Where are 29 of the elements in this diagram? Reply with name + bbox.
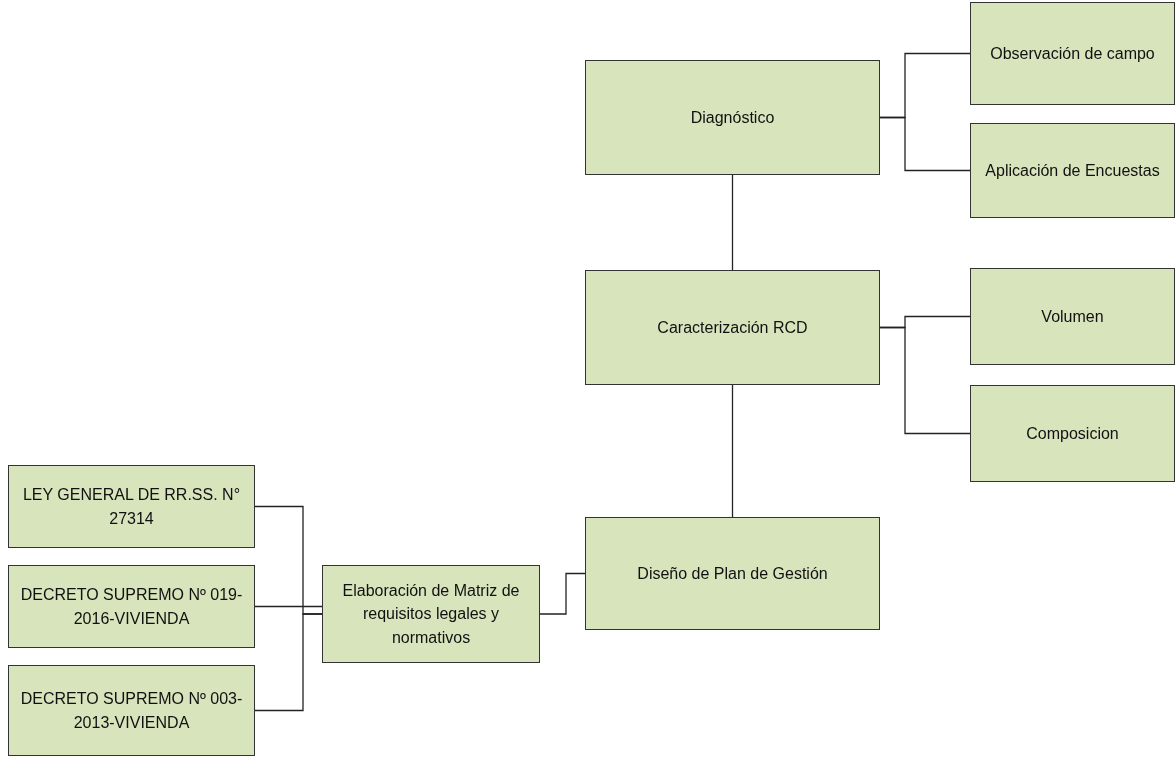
box-label: DECRETO SUPREMO Nº 019-2016-VIVIENDA	[19, 585, 244, 629]
box-label: Diagnóstico	[690, 107, 775, 128]
box-label: Composicion	[1026, 423, 1119, 444]
box-label: LEY GENERAL DE RR.SS. N° 27314	[21, 485, 242, 529]
process-box	[585, 60, 880, 175]
process-box	[8, 465, 255, 548]
process-box	[970, 268, 1175, 365]
box-label: Volumen	[1041, 306, 1104, 327]
process-box	[8, 665, 255, 756]
process-box	[970, 385, 1175, 482]
process-box	[8, 565, 255, 648]
connector-line	[254, 613, 323, 712]
process-box	[970, 123, 1175, 218]
connector-line	[539, 572, 586, 615]
process-box	[970, 2, 1175, 105]
connector-line	[254, 605, 323, 608]
connector-line	[879, 116, 971, 172]
box-label: Caracterización RCD	[657, 317, 808, 338]
box-label: Diseño de Plan de Gestión	[637, 563, 828, 584]
connector-line	[879, 326, 971, 435]
connector-line	[731, 384, 734, 518]
box-label: Elaboración de Matriz de requisitos legales y normativos	[341, 581, 521, 648]
box-label: DECRETO SUPREMO Nº 003-2013-VIVIENDA	[19, 689, 244, 733]
process-box	[322, 565, 540, 663]
box-label: Observación de campo	[990, 43, 1155, 64]
box-label: Aplicación de Encuestas	[985, 160, 1160, 181]
process-box	[585, 270, 880, 385]
connector-line	[731, 174, 734, 271]
process-box	[585, 517, 880, 630]
